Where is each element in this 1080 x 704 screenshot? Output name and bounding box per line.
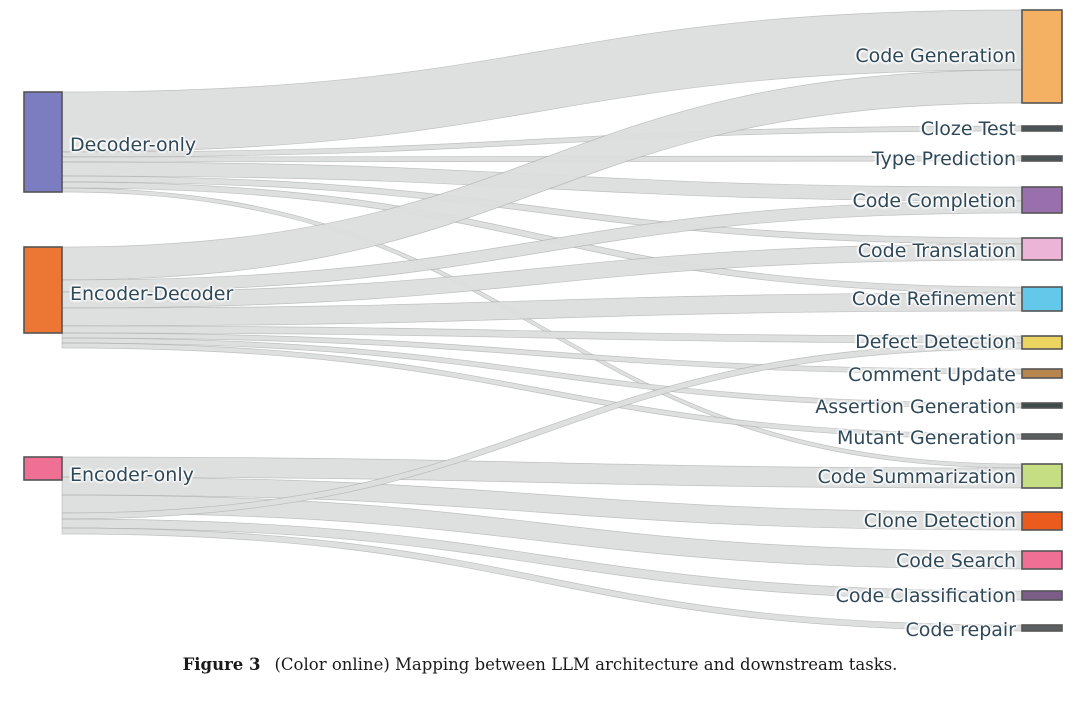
sankey-node-code-repair[interactable]: [1021, 624, 1063, 632]
sankey-node-code-classification[interactable]: [1021, 590, 1063, 601]
sankey-node-defect-detection[interactable]: [1021, 335, 1063, 350]
sankey-node-cloze-test[interactable]: [1021, 125, 1063, 132]
sankey-node-comment-update[interactable]: [1021, 368, 1063, 379]
sankey-node-code-translation[interactable]: [1021, 237, 1063, 261]
sankey-node-code-completion[interactable]: [1021, 186, 1063, 214]
sankey-node-decoder-only[interactable]: [23, 91, 63, 193]
sankey-links-layer: [61, 9, 1023, 632]
sankey-node-code-generation[interactable]: [1021, 9, 1063, 104]
sankey-node-code-refinement[interactable]: [1021, 286, 1063, 312]
sankey-node-code-summarization[interactable]: [1021, 463, 1063, 489]
sankey-node-mutant-generation[interactable]: [1021, 433, 1063, 440]
figure-caption: Figure 3 (Color online) Mapping between L…: [0, 655, 1080, 674]
sankey-node-type-prediction[interactable]: [1021, 155, 1063, 162]
sankey-link: [61, 527, 1023, 632]
sankey-nodes-layer: [23, 9, 1063, 632]
sankey-node-assertion-generation[interactable]: [1021, 402, 1063, 409]
sankey-diagram-canvas: [23, 9, 1063, 632]
sankey-link: [61, 342, 1023, 440]
figure-caption-text: (Color online) Mapping between LLM archi…: [274, 655, 898, 674]
sankey-node-code-search[interactable]: [1021, 550, 1063, 570]
sankey-node-encoder-decoder[interactable]: [23, 246, 63, 334]
sankey-node-clone-detection[interactable]: [1021, 511, 1063, 531]
figure-caption-label: Figure 3: [182, 655, 261, 674]
sankey-node-encoder-only[interactable]: [23, 456, 63, 481]
